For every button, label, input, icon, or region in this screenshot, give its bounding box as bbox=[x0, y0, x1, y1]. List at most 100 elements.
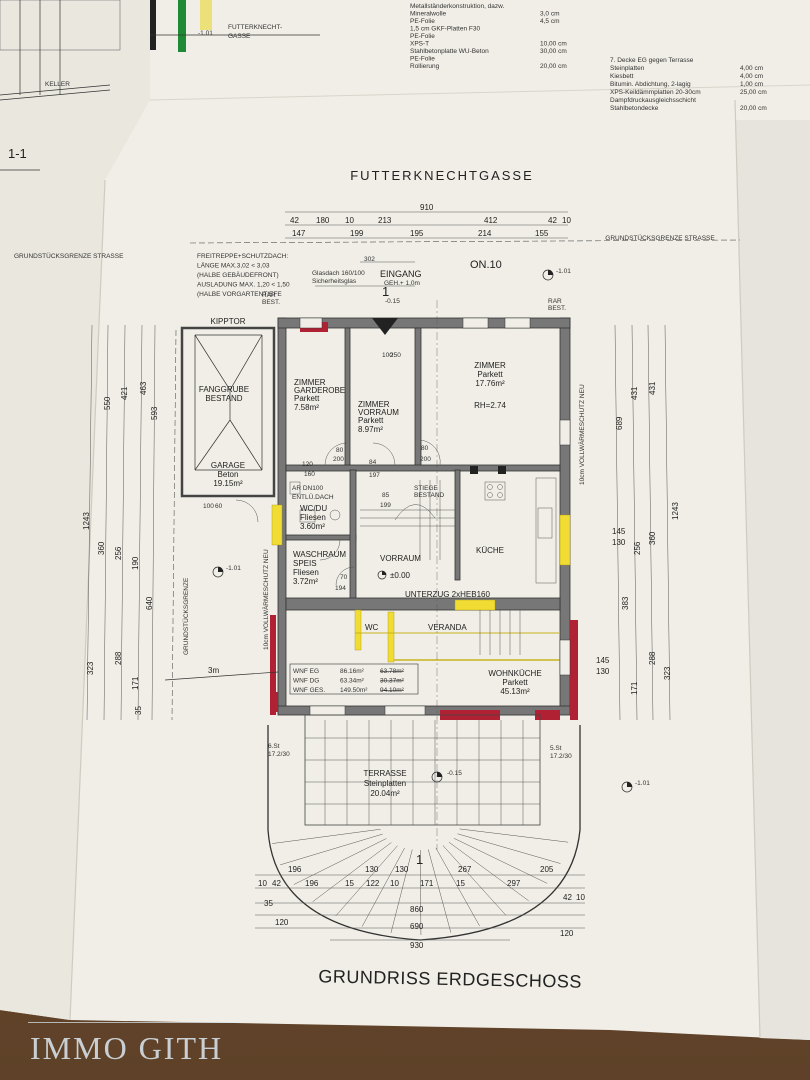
bottom-dimension: 205 bbox=[540, 865, 554, 874]
left-dimension: 360 bbox=[97, 541, 106, 555]
bottom-dimension: 120 bbox=[560, 929, 574, 938]
terrace-step-line bbox=[272, 828, 381, 844]
level-value: -1.01 bbox=[226, 565, 241, 572]
wasch-area: 3.72m² bbox=[293, 577, 318, 586]
right-dimension: 1243 bbox=[671, 502, 680, 520]
left-dimension: 288 bbox=[114, 651, 123, 665]
paper-fold-left bbox=[0, 0, 150, 1020]
stair-right: 5.St bbox=[550, 745, 562, 752]
wc-floor: Fliesen bbox=[300, 513, 326, 522]
top-dimension: 214 bbox=[478, 229, 492, 238]
bottom-dimension: 130 bbox=[395, 865, 409, 874]
stair-note: FREITREPPE+SCHUTZDACH:LÄNGE MAX.3,02 < 3… bbox=[197, 253, 290, 298]
garage-pit2: BESTAND bbox=[205, 394, 242, 403]
door-size: 100 bbox=[203, 503, 214, 510]
legend-item: PE-Folie bbox=[410, 56, 435, 63]
entry-glass2: Sicherheitsglas bbox=[312, 278, 357, 285]
legend-value: 30,00 cm bbox=[540, 48, 567, 55]
stair-left: 6.St bbox=[268, 743, 280, 750]
entrance: Glasdach 160/100 Sicherheitsglas EINGANG… bbox=[262, 256, 566, 312]
garage-name: GARAGE bbox=[211, 461, 245, 470]
left-edge-street: GRUNDSTÜCKSGRENZE STRASSE bbox=[14, 252, 124, 260]
side-boundary: GRUNDSTÜCKSGRENZE bbox=[182, 577, 190, 655]
wohn-floor: Parkett bbox=[502, 678, 528, 687]
top-dimension: 180 bbox=[316, 216, 330, 225]
wnf-new: 86.16m² bbox=[340, 668, 365, 675]
legend-value: 10,00 cm bbox=[540, 41, 567, 48]
top-dimension: 147 bbox=[292, 229, 306, 238]
watermark-rule bbox=[28, 1022, 240, 1023]
door-size: 120 bbox=[302, 461, 313, 468]
top-dimension: 42 bbox=[548, 216, 557, 225]
entry-glass: Glasdach 160/100 bbox=[312, 270, 365, 277]
wc-name: WC/DU bbox=[300, 504, 327, 513]
terrace-step-line bbox=[448, 842, 529, 902]
fragment-keller: KELLER bbox=[45, 81, 70, 88]
wnf-old: 30.37m² bbox=[380, 678, 405, 685]
legend-item: PE-Folie bbox=[410, 33, 435, 40]
terrace-step-line bbox=[459, 828, 569, 843]
garderobe-name: ZIMMER bbox=[294, 378, 326, 387]
entry-sub: GEH.+ 1,0m bbox=[384, 280, 420, 287]
bottom-dimension: 10 bbox=[390, 879, 399, 888]
door-size: 100 bbox=[382, 352, 393, 359]
terrace-floor: Steinplatten bbox=[364, 779, 406, 788]
rar-right: RAR bbox=[548, 298, 562, 305]
right-dimension: 145 bbox=[596, 656, 610, 665]
top-dimension: 213 bbox=[378, 216, 392, 225]
legend-item: Steinplatten bbox=[610, 65, 645, 72]
top-dimension: 199 bbox=[350, 229, 364, 238]
stair-note-line: AUSLADUNG MAX. 1,20 < 1,50 bbox=[197, 282, 290, 289]
right-dimension: 130 bbox=[596, 667, 610, 676]
right-dimension: 431 bbox=[630, 386, 639, 400]
zimmer-area: 17.76m² bbox=[475, 379, 505, 388]
door-size: 194 bbox=[335, 585, 346, 592]
legend-item: Kiesbett bbox=[610, 73, 634, 80]
door-size: 80 bbox=[421, 445, 429, 452]
wnf-old: 63.78m² bbox=[380, 668, 405, 675]
wasch-floor: Fliesen bbox=[293, 568, 319, 577]
right-dimension: 689 bbox=[615, 416, 624, 430]
stair-note-line: (HALBE GEBÄUDEFRONT) bbox=[197, 271, 279, 279]
door-sizes: 8020080200841978519970194100250120160100… bbox=[203, 352, 431, 592]
top-dimension: 195 bbox=[410, 229, 424, 238]
door-size: 200 bbox=[420, 456, 431, 463]
left-dimension: 190 bbox=[131, 556, 140, 570]
stiege-name: STIEGE bbox=[414, 485, 439, 492]
legend-item: XPS-T bbox=[410, 41, 429, 48]
left-dimension: 463 bbox=[139, 381, 148, 395]
vorraum1-name: ZIMMER bbox=[358, 400, 390, 409]
garderobe-name2: GARDEROBE bbox=[294, 386, 345, 395]
legend-item: 1,5 cm GKF-Platten F30 bbox=[410, 26, 480, 33]
street-name: FUTTERKNECHTGASSE bbox=[350, 168, 534, 183]
insulation-left: 10cm VOLLWÄRMESCHUTZ NEU bbox=[262, 549, 270, 650]
stair-left2: 17.2/30 bbox=[268, 751, 290, 758]
legend-item: Rollierung bbox=[410, 63, 440, 70]
legend-item: Bitumin. Abdichtung, 2-lagig bbox=[610, 81, 691, 88]
wnf-label: WNF GES. bbox=[293, 687, 325, 694]
bottom-dimension: 130 bbox=[365, 865, 379, 874]
zimmer-floor: Parkett bbox=[477, 370, 503, 379]
vorraum1-floor: Parkett bbox=[358, 416, 384, 425]
top-dimension: 42 bbox=[290, 216, 299, 225]
veranda-name: VERANDA bbox=[428, 623, 467, 632]
zimmer-name: ZIMMER bbox=[474, 361, 506, 370]
kipptor-label: KIPPTOR bbox=[211, 317, 246, 326]
terrace-step-line bbox=[457, 833, 561, 864]
right-dimension: 171 bbox=[630, 681, 639, 695]
legend-value: 3,0 cm bbox=[540, 11, 560, 18]
right-dimension: 383 bbox=[621, 596, 630, 610]
terrace-area: 20.04m² bbox=[370, 789, 400, 798]
entry-level: -0.15 bbox=[385, 298, 400, 305]
wc2-name: WC bbox=[365, 623, 379, 632]
door-size: 250 bbox=[390, 352, 401, 359]
rar-left2: BEST. bbox=[262, 299, 280, 306]
top-dimension: 910 bbox=[420, 203, 434, 212]
legend-item: Metallständerkonstruktion, dazw. bbox=[410, 3, 504, 10]
zimmer-height: RH=2.74 bbox=[474, 401, 506, 410]
right-dimension: 360 bbox=[648, 531, 657, 545]
garage-floor: Beton bbox=[218, 470, 239, 479]
legend-value: 20,00 cm bbox=[740, 105, 767, 112]
